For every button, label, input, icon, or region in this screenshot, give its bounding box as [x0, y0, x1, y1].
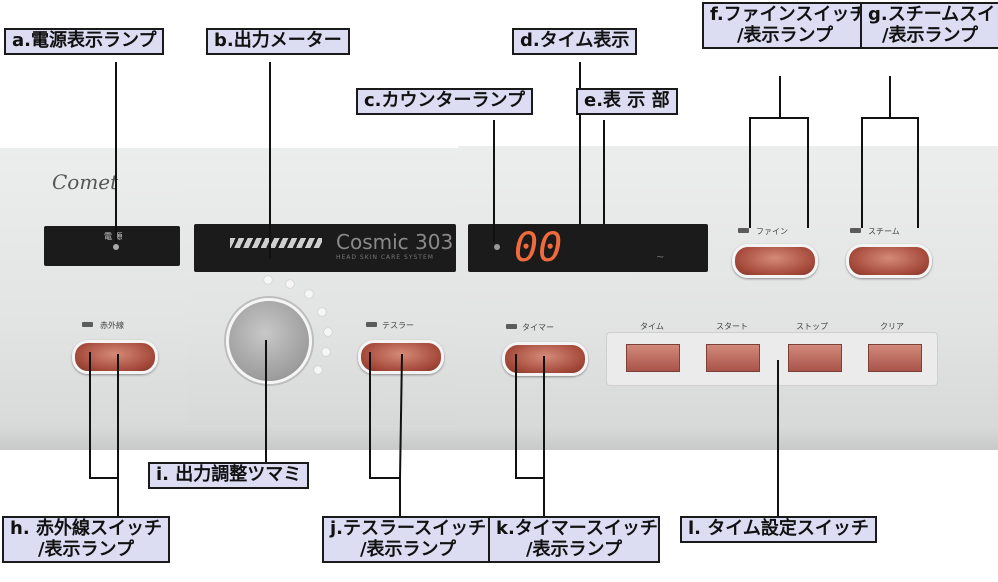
- fine-lamp: [738, 228, 749, 233]
- panel-middle-section: [186, 148, 460, 438]
- power-label: 電 源: [104, 232, 123, 241]
- callout-a: a.電源表示ランプ: [4, 28, 165, 55]
- knob-scale-dot: [314, 366, 322, 374]
- knob-scale-dot: [322, 348, 330, 356]
- output-meter-display: [194, 224, 456, 272]
- leader-j: [369, 352, 403, 516]
- infrared-lamp: [82, 322, 93, 327]
- callout-g-line2: /表示ランプ: [881, 24, 979, 46]
- stop-key-label: ストップ: [796, 322, 828, 331]
- callout-h-line2: /表示ランプ: [37, 538, 135, 560]
- stop-key[interactable]: [788, 344, 842, 372]
- knob-scale-dot: [286, 280, 294, 288]
- callout-k: k.タイマースイッチ /表示ランプ: [488, 516, 660, 564]
- power-indicator-display: [44, 226, 180, 266]
- callout-j-line1: j.テスラースイッチ: [330, 518, 487, 539]
- knob-scale-dot: [318, 308, 326, 316]
- panel-bottom-edge: [0, 425, 998, 450]
- time-readout: 00: [514, 225, 563, 271]
- knob-scale-dot: [264, 276, 272, 284]
- panel-left-section: [0, 148, 188, 448]
- counter-lamp: [494, 244, 500, 250]
- start-key-label: スタート: [716, 322, 748, 331]
- tesla-label: テスラー: [382, 321, 414, 330]
- time-key[interactable]: [626, 344, 680, 372]
- timer-label: タイマー: [522, 323, 554, 332]
- panel-right-section: [458, 146, 998, 442]
- model-subtitle: HEAD SKIN CARE SYSTEM: [336, 254, 434, 261]
- output-meter-bars: [230, 238, 322, 248]
- clear-key[interactable]: [868, 344, 922, 372]
- leader-h: [89, 352, 119, 516]
- time-key-label: タイム: [640, 322, 664, 331]
- output-knob[interactable]: [226, 298, 312, 384]
- main-display: [468, 224, 708, 272]
- clear-key-label: クリア: [880, 322, 904, 331]
- fine-button[interactable]: [732, 244, 818, 278]
- callout-h-line1: h. 赤外線スイッチ: [10, 518, 162, 539]
- steam-lamp: [850, 228, 861, 233]
- callout-c: c.カウンターランプ: [356, 88, 533, 115]
- tesla-lamp: [366, 322, 377, 327]
- model-name: Cosmic 303: [336, 230, 454, 254]
- callout-f-line2: /表示ランプ: [736, 24, 834, 46]
- steam-label: スチーム: [868, 227, 900, 236]
- callout-b: b.出力メーター: [206, 28, 350, 55]
- callout-j: j.テスラースイッチ /表示ランプ: [322, 516, 494, 564]
- callout-d: d.タイム表示: [512, 28, 638, 55]
- brand-logo: Comet: [52, 170, 119, 194]
- display-tick-icon: ~: [656, 252, 665, 263]
- power-lamp: [113, 244, 119, 250]
- callout-j-line2: /表示ランプ: [359, 538, 457, 560]
- timer-lamp: [506, 324, 517, 329]
- callout-e: e.表 示 部: [576, 88, 678, 115]
- infrared-label: 赤外線: [100, 321, 124, 330]
- callout-l: l. タイム設定スイッチ: [680, 516, 877, 543]
- knob-scale-dot: [324, 328, 332, 336]
- fine-label: ファイン: [756, 227, 788, 236]
- callout-f: f.ファインスイッチ /表示ランプ: [702, 2, 868, 50]
- leader-f: [749, 76, 809, 228]
- knob-scale-dot: [305, 290, 313, 298]
- callout-f-line1: f.ファインスイッチ: [710, 4, 868, 25]
- callout-g: g.スチームスイッチ /表示ランプ: [860, 2, 998, 50]
- callout-k-line2: /表示ランプ: [525, 538, 623, 560]
- callout-i: i. 出力調整ツマミ: [148, 462, 310, 489]
- callout-k-line1: k.タイマースイッチ: [496, 518, 658, 539]
- callout-h: h. 赤外線スイッチ /表示ランプ: [2, 516, 170, 564]
- steam-button[interactable]: [846, 244, 932, 278]
- start-key[interactable]: [706, 344, 760, 372]
- leader-g: [861, 76, 919, 228]
- callout-g-line1: g.スチームスイッチ: [868, 4, 998, 25]
- infrared-button[interactable]: [72, 340, 158, 374]
- leader-k: [515, 354, 545, 516]
